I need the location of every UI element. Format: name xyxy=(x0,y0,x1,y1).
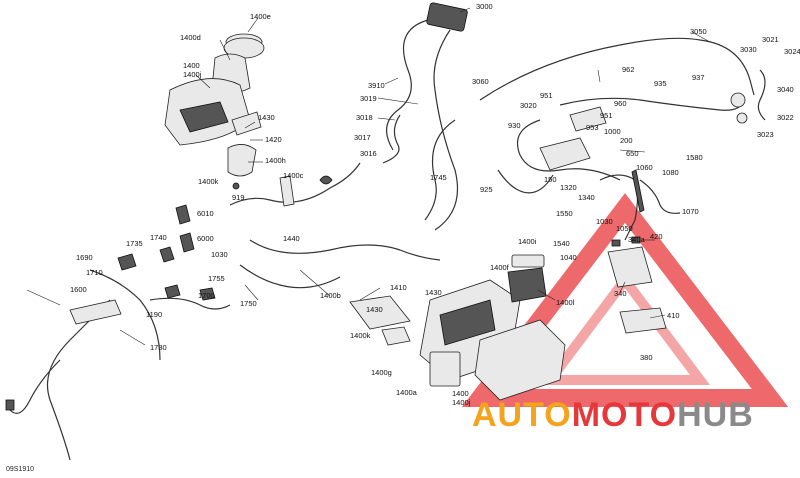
label: 1750 xyxy=(240,299,257,308)
label: 1735 xyxy=(126,239,143,248)
label: 1400k xyxy=(198,177,219,186)
label: 1190 xyxy=(146,310,162,319)
label: 6000 xyxy=(197,234,214,243)
label: 3000 xyxy=(476,2,493,11)
watermark-triangle xyxy=(461,193,789,407)
label: 1400 xyxy=(452,389,469,398)
label: 1550 xyxy=(556,209,573,218)
label: 1400j xyxy=(183,70,202,79)
label: 3023 xyxy=(757,130,774,139)
label: 1410 xyxy=(390,283,407,292)
label: 1430 xyxy=(425,288,442,297)
watermark-text: AUTOMOTOHUB xyxy=(472,396,754,435)
label: 1000 xyxy=(604,127,621,136)
airbox-assembly xyxy=(164,33,265,190)
label: 919 xyxy=(232,193,245,202)
label: 1400e xyxy=(250,12,271,21)
label: 937 xyxy=(692,73,705,82)
label: 200 xyxy=(620,136,633,145)
label: 1420 xyxy=(265,135,282,144)
label: 340a xyxy=(628,235,646,244)
leader-lines xyxy=(26,7,711,346)
upper-module xyxy=(382,2,755,231)
label: 3910 xyxy=(368,81,385,90)
label: 380 xyxy=(640,353,653,362)
label: 953 xyxy=(586,123,599,132)
label: 1400g xyxy=(371,368,392,377)
left-harness xyxy=(5,162,441,461)
label: 1400j xyxy=(452,398,471,407)
label: 1060 xyxy=(636,163,653,172)
label: 340 xyxy=(614,289,627,298)
label: 1040 xyxy=(560,253,577,262)
label: 1730 xyxy=(150,343,167,352)
label: 1320 xyxy=(560,183,577,192)
label: 3024 xyxy=(784,47,800,56)
label: 3016 xyxy=(360,149,377,158)
label: 1050 xyxy=(616,224,633,233)
part-labels: 1400e 1400d 1400 1400j 1430 1420 1400h 1… xyxy=(70,2,800,407)
watermark-hub: HUB xyxy=(677,396,754,434)
label: 930 xyxy=(508,121,521,130)
label: 410 xyxy=(667,311,680,320)
label: 960 xyxy=(614,99,627,108)
label: 1400l xyxy=(556,298,575,307)
watermark-auto: AUTO xyxy=(472,396,572,434)
label: 1755 xyxy=(208,274,225,283)
label: 3020 xyxy=(520,101,537,110)
label: 1700 xyxy=(198,291,215,300)
label: 3060 xyxy=(472,77,489,86)
label: 1400d xyxy=(180,33,201,42)
label: 1400a xyxy=(396,388,418,397)
label: 650 xyxy=(626,149,639,158)
label: 1030 xyxy=(596,217,613,226)
label: 1080 xyxy=(662,168,679,177)
label: 420 xyxy=(650,232,663,241)
label: 150 xyxy=(544,175,557,184)
label: 1580 xyxy=(686,153,703,162)
label: 3019 xyxy=(360,94,377,103)
label: 6010 xyxy=(197,209,214,218)
label: 1540 xyxy=(553,239,570,248)
label: 3030 xyxy=(740,45,757,54)
watermark-moto: MOTO xyxy=(571,396,678,434)
label: 1030 xyxy=(211,250,228,259)
label: 951 xyxy=(600,111,613,120)
label: 1430 xyxy=(258,113,275,122)
label: 951 xyxy=(540,91,553,100)
label: 1070 xyxy=(682,207,699,216)
label: 1430 xyxy=(366,305,383,314)
label: 1400b xyxy=(320,291,341,300)
label: 3022 xyxy=(777,113,794,122)
label: 1745 xyxy=(430,173,447,182)
label: 3050 xyxy=(690,27,707,36)
label: 3018 xyxy=(356,113,373,122)
label: 1400h xyxy=(265,156,286,165)
label: 3021 xyxy=(762,35,779,44)
label: 1400 xyxy=(183,61,200,70)
label: 1690 xyxy=(76,253,93,262)
label: 1400f xyxy=(490,263,510,272)
label: 1440 xyxy=(283,234,300,243)
label: 1400k xyxy=(350,331,371,340)
battery-assembly xyxy=(607,236,667,334)
label: 1400i xyxy=(518,237,537,246)
fuse-box-assembly xyxy=(349,254,566,401)
label: 3017 xyxy=(354,133,371,142)
right-harness xyxy=(497,69,766,241)
label: 935 xyxy=(654,79,667,88)
label: 925 xyxy=(480,185,493,194)
label: 1400c xyxy=(283,171,304,180)
label: 962 xyxy=(622,65,635,74)
label: 3040 xyxy=(777,85,794,94)
label: 1740 xyxy=(150,233,167,242)
label: 1710 xyxy=(86,268,103,277)
label: 1340 xyxy=(578,193,595,202)
label: 1600 xyxy=(70,285,87,294)
diagram-reference: 09S1910 xyxy=(6,466,35,473)
